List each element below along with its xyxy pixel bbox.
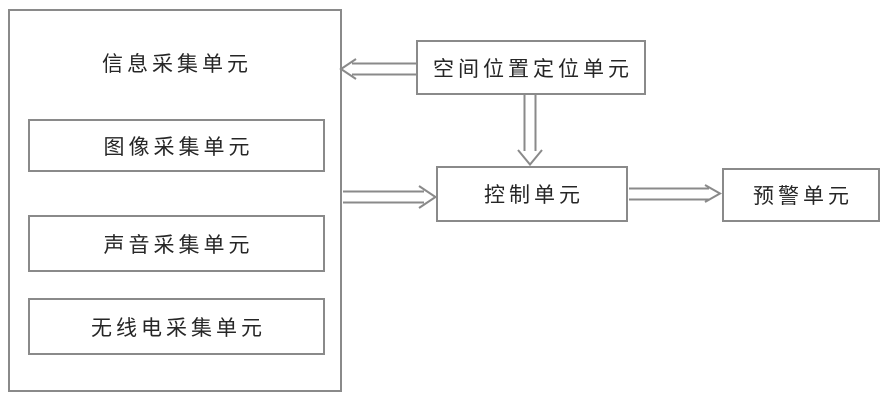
node-label-sound-collection: 声音采集单元 [103,232,254,257]
node-info-collection-unit: 信息采集单元 图像采集单元 声音采集单元 无线电采集单元 [8,9,342,392]
node-sound-collection-unit: 声音采集单元 [28,215,325,272]
node-label-early-warning: 预警单元 [753,184,853,208]
node-label-spatial-positioning: 空间位置定位单元 [433,56,633,81]
arrow-positioning-to-control [517,95,543,167]
node-image-collection-unit: 图像采集单元 [28,119,325,172]
node-control-unit: 控制单元 [436,166,628,222]
arrow-head-right [418,185,438,209]
arrow-head-down [517,149,543,167]
node-label-control: 控制单元 [484,183,584,207]
node-label-image-collection: 图像采集单元 [103,134,254,159]
arrow-head-right [704,184,723,203]
node-label-info-collection: 信息采集单元 [102,52,252,76]
node-spatial-positioning-unit: 空间位置定位单元 [416,40,646,95]
arrow-info-to-control [343,185,438,209]
arrow-head-left [339,58,357,80]
arrow-control-to-warning [629,184,723,203]
node-radio-collection-unit: 无线电采集单元 [28,298,325,355]
node-early-warning-unit: 预警单元 [722,168,880,222]
arrow-positioning-to-info [339,58,416,80]
node-label-radio-collection: 无线电采集单元 [91,315,266,340]
